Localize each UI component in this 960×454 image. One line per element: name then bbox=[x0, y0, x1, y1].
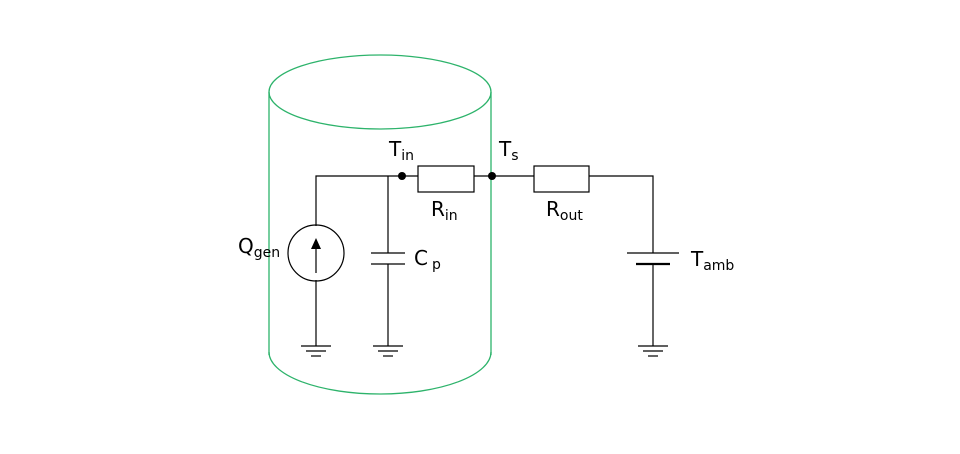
cylinder-top-ellipse bbox=[268, 54, 492, 130]
resistor-r-out bbox=[533, 165, 590, 193]
arrow-up-icon bbox=[311, 238, 321, 249]
circuit-wires bbox=[315, 175, 654, 346]
ground-icon bbox=[373, 345, 403, 357]
label-t-amb: Tamb bbox=[690, 247, 734, 274]
cylinder-enclosure bbox=[268, 54, 492, 395]
label-q-gen: Qgen bbox=[238, 234, 280, 261]
node-t-in bbox=[398, 172, 406, 180]
node-t-s bbox=[488, 172, 496, 180]
ambient-source-symbol bbox=[627, 252, 679, 266]
heat-source-symbol bbox=[287, 224, 345, 282]
ground-icon bbox=[301, 345, 331, 357]
label-r-out: Rout bbox=[546, 197, 583, 224]
ground-icon bbox=[638, 345, 668, 357]
label-t-s: Ts bbox=[498, 137, 519, 164]
heat-source-circle bbox=[287, 224, 345, 282]
label-r-in: Rin bbox=[431, 197, 458, 224]
label-t-in: Tin bbox=[388, 137, 414, 164]
wire-source-to-rin bbox=[315, 175, 418, 226]
resistor-r-in bbox=[417, 165, 475, 193]
capacitor-symbol bbox=[371, 252, 405, 265]
cylinder-bottom-arc bbox=[268, 351, 492, 395]
wire-rout-to-battery bbox=[589, 175, 654, 253]
